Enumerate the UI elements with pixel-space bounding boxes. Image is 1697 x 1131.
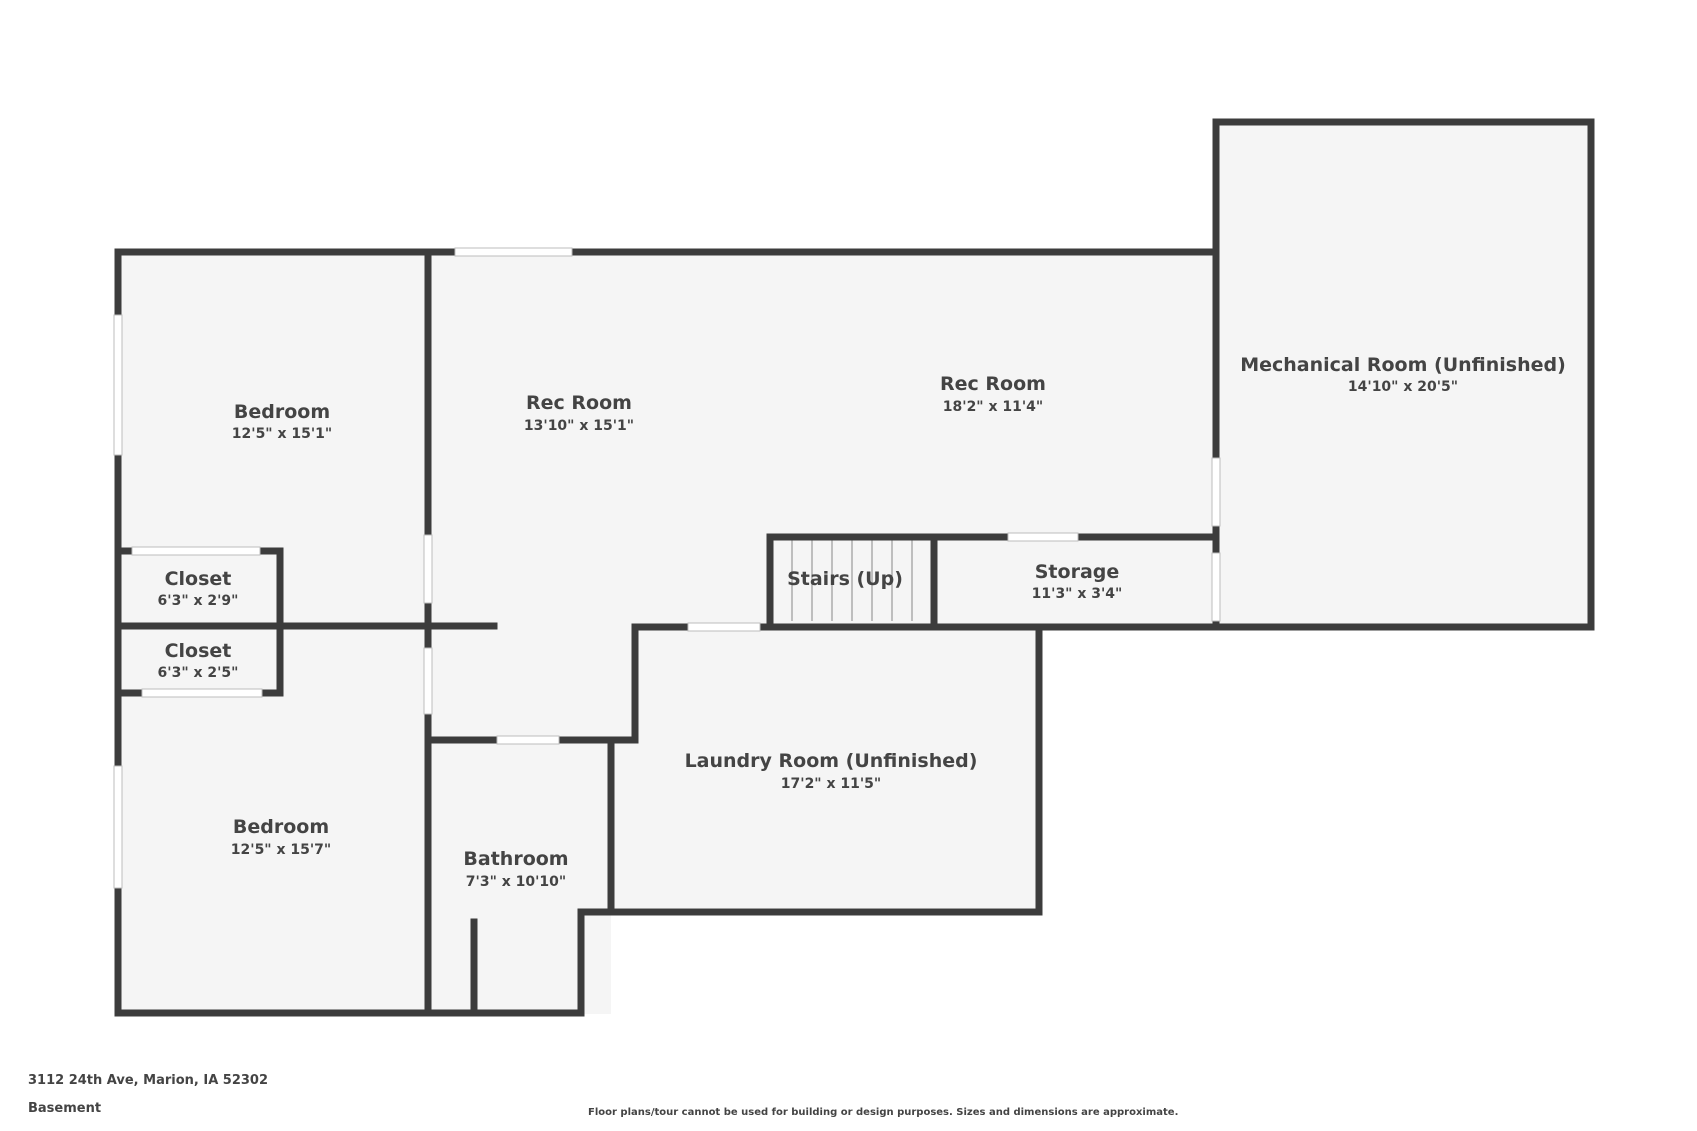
room-name: Stairs (Up): [787, 568, 903, 590]
room-dims: 6'3" x 2'9": [158, 593, 239, 609]
room-name: Bedroom: [234, 401, 330, 423]
room-dims: 11'3" x 3'4": [1032, 586, 1123, 602]
door-storage: [1007, 532, 1079, 542]
room-name: Rec Room: [526, 392, 632, 414]
room-name: Rec Room: [940, 373, 1046, 395]
openings: [113, 247, 1221, 889]
room-dims: 7'3" x 10'10": [466, 874, 566, 890]
room-labels: Bedroom 12'5" x 15'1" Rec Room 13'10" x …: [158, 354, 1566, 890]
floor-fills: [118, 122, 1591, 1014]
door-bedroom-upper: [423, 534, 433, 604]
door-mechanical-lower: [1211, 552, 1221, 622]
door-laundry: [687, 622, 761, 632]
door-upper-closet: [131, 546, 261, 556]
door-bedroom-lower: [423, 647, 433, 715]
room-name: Mechanical Room (Unfinished): [1240, 354, 1566, 376]
room-dims: 14'10" x 20'5": [1348, 379, 1458, 395]
door-mechanical-upper: [1211, 457, 1221, 527]
window-bedroom-lower: [113, 765, 123, 889]
room-dims: 6'3" x 2'5": [158, 665, 239, 681]
door-bathroom: [496, 735, 560, 745]
window-bedroom-upper: [113, 314, 123, 456]
window-top: [454, 247, 573, 257]
room-dims: 17'2" x 11'5": [781, 776, 881, 792]
property-address: 3112 24th Ave, Marion, IA 52302: [28, 1073, 269, 1088]
room-dims: 12'5" x 15'7": [231, 842, 331, 858]
room-name: Bathroom: [463, 848, 568, 870]
door-lower-closet: [141, 688, 263, 698]
room-name: Bedroom: [233, 816, 329, 838]
room-name: Laundry Room (Unfinished): [685, 750, 978, 772]
room-name: Closet: [165, 568, 232, 590]
room-dims: 13'10" x 15'1": [524, 418, 634, 434]
disclaimer: Floor plans/tour cannot be used for buil…: [588, 1107, 1179, 1118]
room-dims: 18'2" x 11'4": [943, 399, 1043, 415]
room-name: Closet: [165, 640, 232, 662]
floor-level: Basement: [28, 1101, 102, 1116]
room-name: Storage: [1035, 561, 1120, 583]
room-dims: 12'5" x 15'1": [232, 426, 332, 442]
